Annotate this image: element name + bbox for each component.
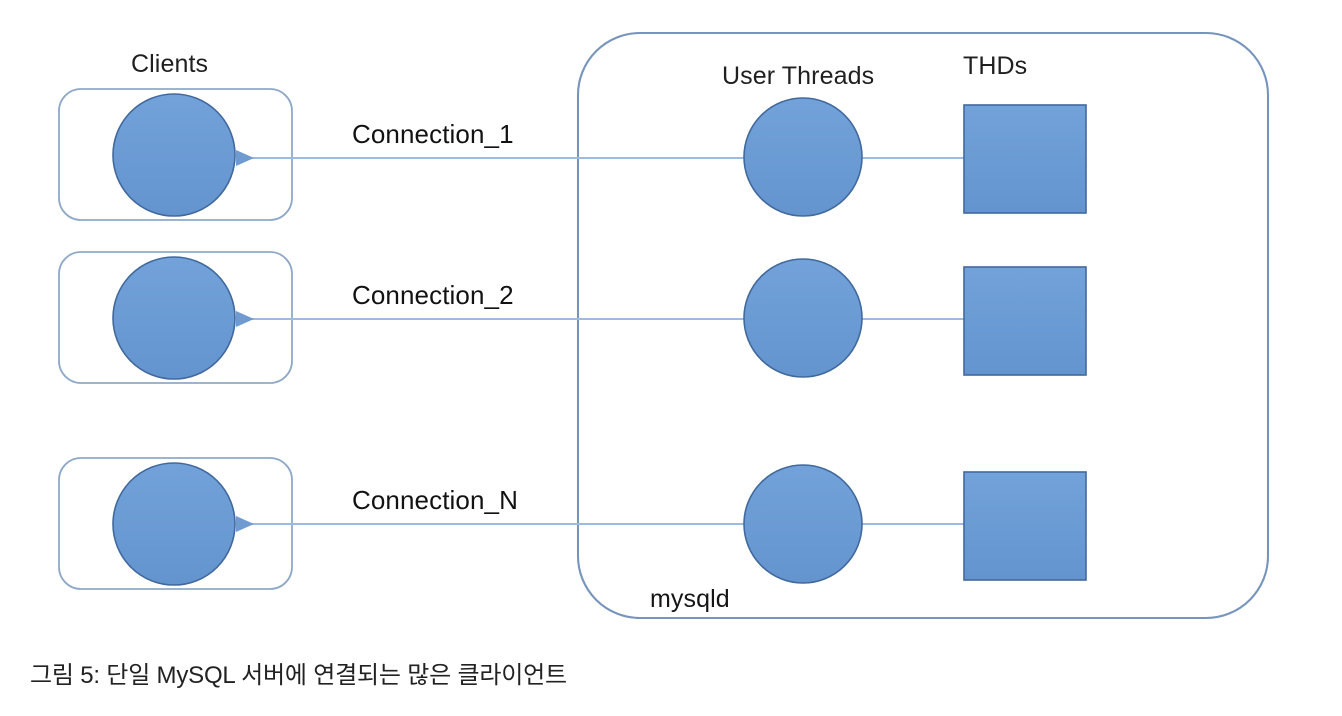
thd-square-3	[963, 471, 1087, 581]
client-circle-2	[112, 256, 236, 380]
mysqld-label: mysqld	[650, 585, 730, 613]
user-threads-column-label: User Threads	[722, 62, 875, 90]
user-thread-circle-3	[743, 464, 863, 584]
figure-caption: 그림 5: 단일 MySQL 서버에 연결되는 많은 클라이언트	[30, 662, 567, 689]
clients-column-label: Clients	[131, 50, 209, 78]
user-thread-circle-1	[743, 97, 863, 217]
client-circle-1	[112, 93, 236, 217]
thd-square-2	[963, 266, 1087, 376]
client-circle-3	[112, 462, 236, 586]
user-thread-circle-2	[743, 258, 863, 378]
thds-column-label: THDs	[963, 52, 1028, 80]
connection-label-3: Connection_N	[352, 485, 518, 515]
connection-label-1: Connection_1	[352, 119, 514, 149]
thd-square-1	[963, 104, 1087, 214]
connection-label-2: Connection_2	[352, 280, 514, 310]
mysqld-container	[576, 31, 1270, 620]
